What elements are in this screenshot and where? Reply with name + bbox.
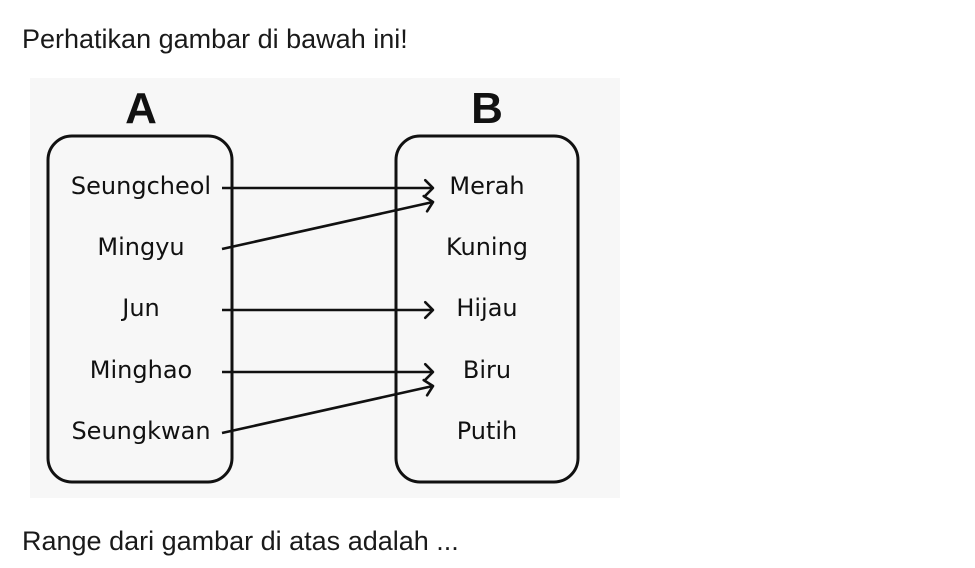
set-a-title: A	[125, 84, 157, 133]
set-b-item: Biru	[463, 356, 511, 384]
set-b-item: Hijau	[456, 294, 517, 322]
set-a-item: Seungcheol	[71, 172, 211, 200]
footer-text: Range dari gambar di atas adalah ...	[22, 526, 459, 556]
mapping-arrowhead	[423, 362, 435, 382]
set-b-title: B	[471, 84, 503, 133]
set-a-item: Seungkwan	[71, 417, 210, 445]
set-b-item: Kuning	[446, 233, 528, 261]
mapping-arrows	[221, 178, 435, 435]
mapping-arrowhead	[422, 194, 435, 213]
set-a-item: Mingyu	[97, 233, 184, 261]
mapping-arrow-line	[221, 200, 434, 251]
mapping-arrowhead	[423, 300, 435, 320]
set-a-item: Minghao	[90, 356, 192, 384]
set-b-item: Merah	[449, 172, 524, 200]
mapping-arrowhead	[423, 178, 435, 198]
set-a-item: Jun	[120, 294, 160, 322]
mapping-arrowhead	[422, 378, 435, 397]
set-b-item: Putih	[457, 417, 518, 445]
mapping-arrow-line	[221, 384, 434, 435]
question-text: Perhatikan gambar di bawah ini!	[22, 24, 408, 54]
